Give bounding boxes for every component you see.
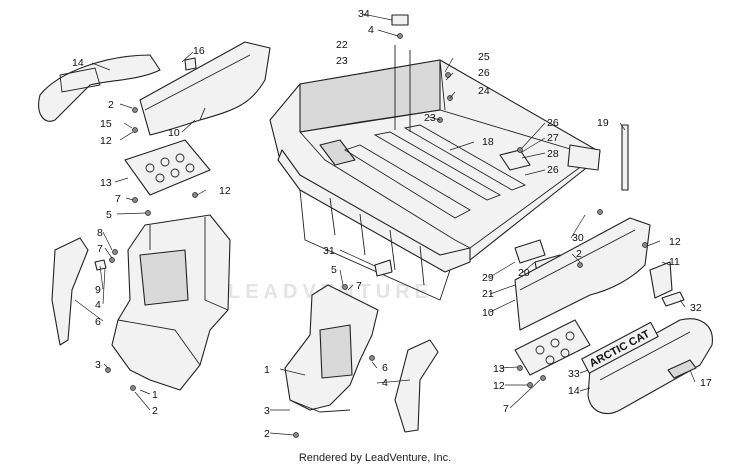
callout-1: 1 [264,364,270,376]
render-credit-caption: Rendered by LeadVenture, Inc. [298,452,452,464]
callout-24: 24 [478,85,490,97]
callout-19: 19 [597,117,609,129]
callout-12: 12 [493,380,505,392]
callout-6: 6 [95,316,101,328]
callout-26: 26 [478,67,490,79]
callout-9: 9 [95,284,101,296]
callout-1: 1 [152,389,158,401]
callout-14: 14 [72,57,84,69]
callout-26: 26 [547,164,559,176]
callout-3: 3 [95,359,101,371]
center-mudflap [394,339,439,433]
vent-17 [667,359,697,379]
callout-12: 12 [100,135,112,147]
callout-15: 15 [100,118,112,130]
callout-labels: 34 4 22 23 25 26 24 23 14 16 2 15 12 10 … [72,8,712,440]
callout-4: 4 [95,299,101,311]
callout-23: 23 [336,55,348,67]
trim-11 [649,261,673,299]
callout-31: 31 [323,245,335,257]
callout-20: 20 [518,267,530,279]
panel-19 [621,124,629,191]
callout-7: 7 [115,193,121,205]
callout-33: 33 [568,368,580,380]
left-fender-upper [38,54,161,122]
callout-4: 4 [368,24,374,36]
callout-10: 10 [168,127,180,139]
leader-lines [74,13,696,436]
callout-30: 30 [572,232,584,244]
mudflap-clip-8 [94,259,107,271]
decal-32 [661,291,685,307]
callout-3: 3 [264,405,270,417]
right-fender-lower [587,318,713,414]
cargo-box [269,45,601,301]
callout-18: 18 [482,136,494,148]
callout-22: 22 [336,39,348,51]
callout-5: 5 [331,264,337,276]
callout-2: 2 [108,99,114,111]
decal-34 [391,14,409,26]
callout-7: 7 [97,243,103,255]
left-wheel-well [111,214,231,391]
left-side-panel [139,41,271,136]
callout-11: 11 [669,256,680,268]
callout-28: 28 [547,148,559,160]
right-side-panel [514,217,651,331]
callout-17: 17 [700,377,712,389]
callout-7: 7 [356,280,362,292]
callout-2: 2 [576,248,582,260]
floor-plate-upper [124,139,211,196]
callout-12: 12 [219,185,231,197]
callout-4: 4 [382,377,388,389]
callout-14: 14 [568,385,580,397]
callout-16: 16 [193,45,205,57]
callout-21: 21 [482,288,494,300]
callout-6: 6 [382,362,388,374]
callout-8: 8 [97,227,103,239]
callout-2: 2 [152,405,158,417]
left-mudflap [51,237,89,346]
callout-26: 26 [547,117,559,129]
callout-32: 32 [690,302,702,314]
callout-5: 5 [106,209,112,221]
callout-23: 23 [424,112,436,124]
callout-13: 13 [100,177,112,189]
callout-10: 10 [482,307,494,319]
right-floor-plate [514,319,591,376]
callout-12: 12 [669,236,681,248]
callout-7: 7 [503,403,509,415]
hardware [105,33,648,438]
center-wheel-well [284,284,379,413]
callout-13: 13 [493,363,505,375]
callout-27: 27 [547,132,559,144]
callout-29: 29 [482,272,494,284]
callout-34: 34 [358,8,370,20]
callout-25: 25 [478,51,490,63]
callout-2: 2 [264,428,270,440]
